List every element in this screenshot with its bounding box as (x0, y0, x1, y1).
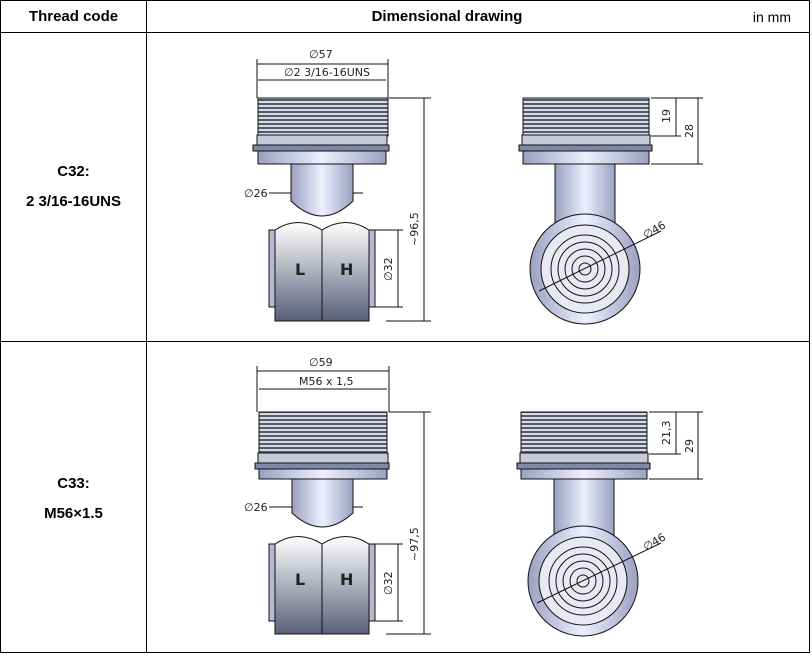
body-dia-label: ∅32 (382, 257, 395, 281)
total-height-label: ~96,5 (408, 212, 421, 246)
row1-thread: 2 3/16-16UNS (25, 193, 122, 210)
column-divider (146, 1, 147, 652)
thread-dia-label: ∅2 3/16-16UNS (284, 66, 370, 79)
outer-dia-label: ∅59 (309, 356, 333, 369)
drawing-c32: ∅57 ∅2 3/16-16UNS ∅26 L H ~96,5 ∅32 19 2… (244, 48, 703, 325)
row-divider (1, 341, 809, 342)
label-high: H (340, 570, 353, 589)
label-high: H (340, 260, 353, 279)
label-low: L (295, 260, 305, 279)
row1-code: C32: (57, 163, 90, 180)
row2-thread: M56×1.5 (44, 505, 103, 522)
header-thread-code: Thread code (28, 8, 119, 25)
face-dia-label: ∅46 (641, 531, 668, 554)
neck-dia-label: ∅26 (244, 187, 268, 200)
drawing-c33: ∅59 M56 x 1,5 ∅26 L H ~97,5 ∅32 21,3 29 … (244, 356, 703, 637)
thread-len-label: 21,3 (660, 421, 673, 446)
head-len-label: 29 (683, 439, 696, 453)
header-divider (1, 32, 809, 33)
head-len-label: 28 (683, 124, 696, 138)
body-dia-label: ∅32 (382, 571, 395, 595)
thread-dia-label: M56 x 1,5 (299, 375, 353, 388)
neck-dia-label: ∅26 (244, 501, 268, 514)
face-dia-label: ∅46 (641, 219, 668, 242)
row2-code: C33: (57, 475, 90, 492)
header-unit: in mm (752, 9, 791, 25)
outer-dia-label: ∅57 (309, 48, 333, 61)
label-low: L (295, 570, 305, 589)
thread-len-label: 19 (660, 109, 673, 123)
header-dimensional-drawing: Dimensional drawing (371, 8, 523, 25)
total-height-label: ~97,5 (408, 527, 421, 561)
